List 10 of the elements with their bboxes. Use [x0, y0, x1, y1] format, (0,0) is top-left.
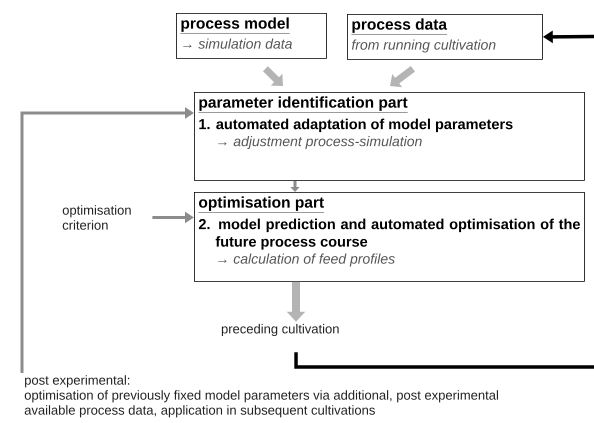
note-text: post experimental: optimisation of previously fixed model parameters via additional, post experimental available process data, application in subsequent cultivations: [24, 375, 498, 418]
block-arrow: [262, 66, 283, 86]
process-box: parameter identification part 1. automated adaptation of model parameters → adjustment process-simulation: [194, 92, 585, 181]
input-label: optimisation criterion: [62, 205, 131, 230]
block-arrow: [390, 66, 416, 88]
output-label: preceding cultivation: [222, 324, 339, 336]
connector-line: [294, 352, 594, 369]
process-box: process data from running cultivation: [347, 14, 543, 60]
process-box: optimisation part 2. model prediction and automated optimisation of the future process course → calculation of feed profiles: [194, 192, 585, 282]
process-box: process model → simulation data: [176, 13, 327, 59]
